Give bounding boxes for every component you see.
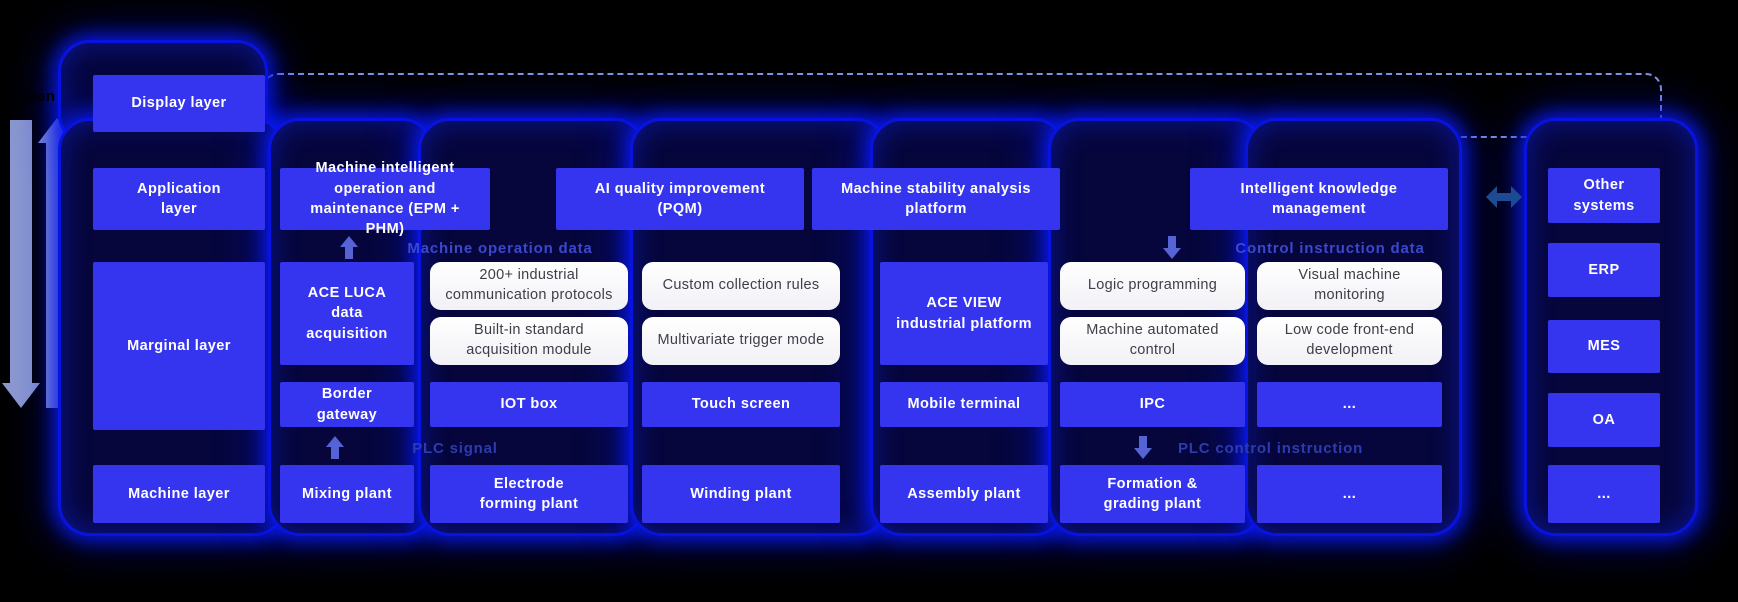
flow-label-plc-signal: PLC signal [412, 440, 498, 457]
app-box-knowledge: Intelligent knowledge management [1190, 168, 1448, 230]
device-box-ipc: IPC [1060, 382, 1245, 427]
feature-box-logic-programming: Logic programming [1060, 262, 1245, 310]
plant-box-electrode-forming: Electrode forming plant [430, 465, 628, 523]
system-box-erp: ERP [1548, 243, 1660, 297]
clipped-label-fragment: tion [26, 88, 56, 105]
plant-box-mixing: Mixing plant [280, 465, 414, 523]
system-box-other-systems: Other systems [1548, 168, 1660, 223]
device-box-ellipsis: ... [1257, 382, 1442, 427]
double-arrow-icon [1486, 186, 1522, 208]
layer-box-application: Application layer [93, 168, 265, 230]
feature-box-protocols: 200+ industrial communication protocols [430, 262, 628, 310]
platform-box-ace-luca: ACE LUCA data acquisition [280, 262, 414, 365]
flow-label-control-instruction-data: Control instruction data [1235, 240, 1425, 257]
system-box-oa: OA [1548, 393, 1660, 447]
layer-box-machine: Machine layer [93, 465, 265, 523]
plant-box-formation-grading: Formation & grading plant [1060, 465, 1245, 523]
device-box-border-gateway: Border gateway [280, 382, 414, 427]
layer-box-marginal: Marginal layer [93, 262, 265, 430]
layer-box-display: Display layer [93, 75, 265, 132]
system-box-ellipsis: ... [1548, 465, 1660, 523]
feature-box-multivariate-trigger: Multivariate trigger mode [642, 317, 840, 365]
device-box-touch-screen: Touch screen [642, 382, 840, 427]
plant-box-winding: Winding plant [642, 465, 840, 523]
flow-label-machine-operation-data: Machine operation data [407, 240, 593, 257]
app-box-stability: Machine stability analysis platform [812, 168, 1060, 230]
feature-box-builtin-module: Built-in standard acquisition module [430, 317, 628, 365]
app-box-pqm: AI quality improvement (PQM) [556, 168, 804, 230]
feature-box-lowcode-development: Low code front-end development [1257, 317, 1442, 365]
flow-label-plc-control-instruction: PLC control instruction [1177, 440, 1364, 457]
feature-box-custom-rules: Custom collection rules [642, 262, 840, 310]
app-box-epm-phm: Machine intelligent operation and mainte… [280, 160, 490, 237]
system-box-mes: MES [1548, 320, 1660, 373]
plant-box-assembly: Assembly plant [880, 465, 1048, 523]
device-box-mobile-terminal: Mobile terminal [880, 382, 1048, 427]
plant-box-ellipsis: ... [1257, 465, 1442, 523]
feature-box-automated-control: Machine automated control [1060, 317, 1245, 365]
platform-box-ace-view: ACE VIEW industrial platform [880, 262, 1048, 365]
device-box-iot-box: IOT box [430, 382, 628, 427]
feature-box-visual-monitoring: Visual machine monitoring [1257, 262, 1442, 310]
